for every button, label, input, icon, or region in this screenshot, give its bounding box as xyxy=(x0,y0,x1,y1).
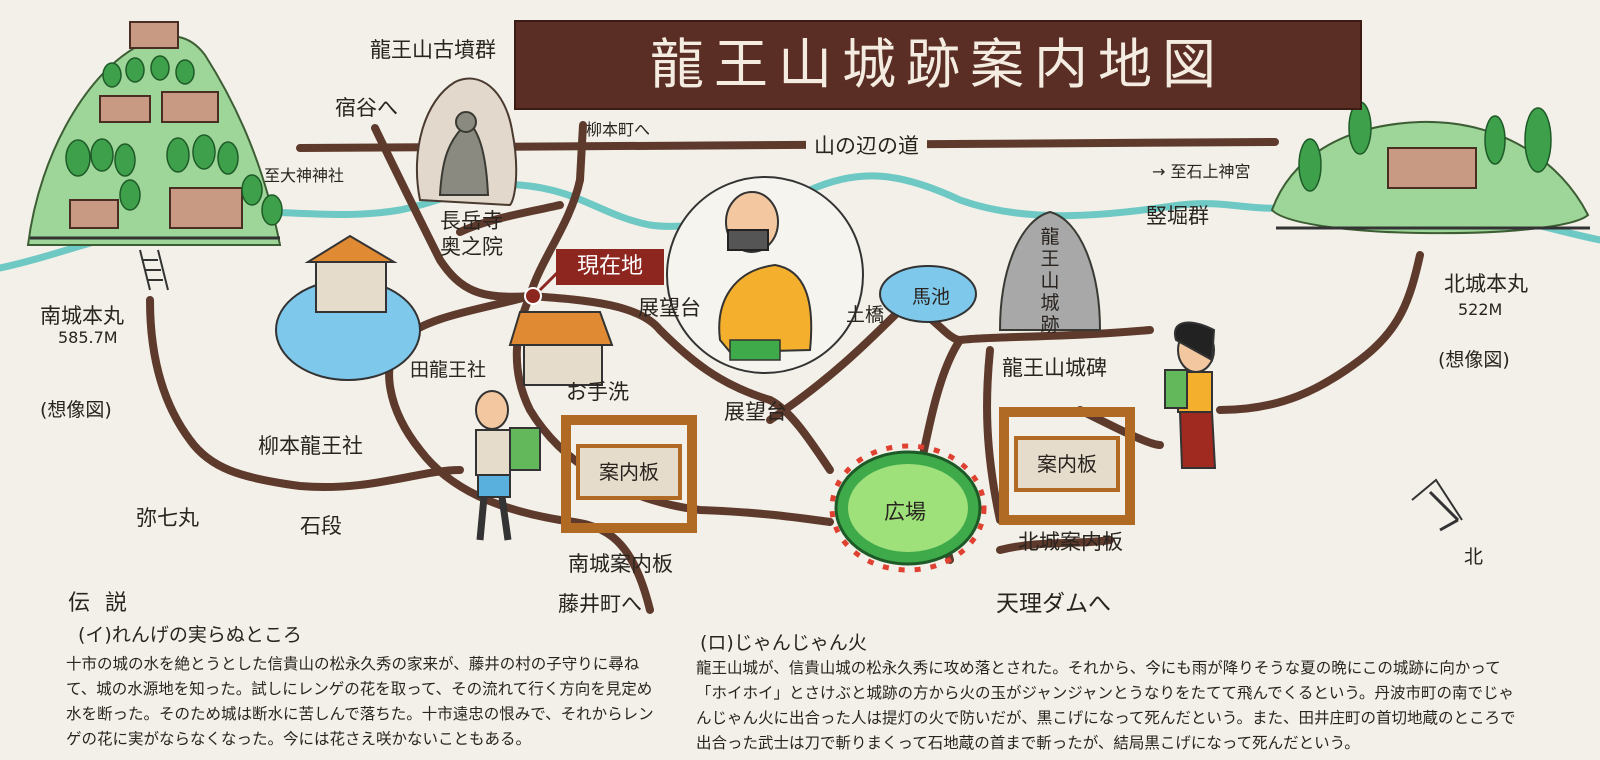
label-tenri-dam: 天理ダムへ xyxy=(996,591,1111,617)
label-otearai: お手洗 xyxy=(566,380,629,404)
label-north-honmaru: 北城本丸 xyxy=(1444,272,1528,296)
south-signboard-frame xyxy=(561,415,697,533)
label-to-isonokami-jingu: → 至石上神宮 xyxy=(1152,162,1251,181)
legend-left-title: (イ)れんげの実らぬところ xyxy=(78,624,302,646)
legend-left-body: 十市の城の水を絶とうとした信貴山の松永久秀の家来が、藤井の村の子守りに尋ねて、城… xyxy=(66,655,654,748)
label-ishidan: 石段 xyxy=(300,514,342,538)
label-ryuozan-kofungun: 龍王山古墳群 xyxy=(370,38,496,62)
label-shukudani: 宿谷へ xyxy=(335,96,398,120)
label-castle-stone-inscription: 龍王山城跡 xyxy=(1040,226,1060,336)
south-castle-trees xyxy=(65,55,283,226)
north-indicator-label: 北 xyxy=(1464,546,1484,568)
restroom-building xyxy=(508,311,614,346)
man-with-binoculars xyxy=(718,263,813,354)
label-north-imaginary: (想像図) xyxy=(1438,349,1510,371)
map-title: 龍王山城跡案内地図 xyxy=(650,33,1226,96)
north-castle-building xyxy=(1387,147,1477,189)
label-tateborigun: 竪堀群 xyxy=(1146,204,1209,228)
hiker-left xyxy=(475,390,541,541)
castle-monument-stone xyxy=(998,210,1102,331)
north-signboard-frame xyxy=(999,407,1135,525)
pond-shrine xyxy=(315,261,387,313)
title-banner: 龍王山城跡案内地図 xyxy=(514,20,1362,110)
label-yamanobe-road: 山の辺の道 xyxy=(806,130,927,160)
label-umaike: 馬池 xyxy=(912,286,951,308)
north-arrow xyxy=(1428,490,1460,532)
label-north-guideboard: 北城案内板 xyxy=(1018,530,1123,554)
label-tenbodai-1: 展望台 xyxy=(638,296,701,320)
legend-right-title: (ロ)じゃんじゃん火 xyxy=(700,632,867,654)
label-yanagimoto-cho: 柳本町へ xyxy=(586,120,651,139)
label-fujii-cho: 藤井町へ xyxy=(558,592,642,616)
hiroba-flowerbed xyxy=(829,443,987,573)
label-dobashi: 土橋 xyxy=(846,304,885,326)
north-castle-trees xyxy=(1298,101,1552,192)
label-south-guideboard: 南城案内板 xyxy=(568,552,673,576)
current-location-marker xyxy=(524,287,542,305)
ladder-left xyxy=(139,249,169,291)
south-signboard: 案内板 xyxy=(576,444,682,500)
legend-right-body: 龍王山城が、信貴山城の松永久秀に攻め落とされた。それから、今にも雨が降りそうな夏… xyxy=(696,659,1516,752)
umaike-pond xyxy=(879,265,977,323)
label-chogakuji-okunoin: 長岳寺 奥之院 xyxy=(440,209,503,259)
label-yanagimoto-ryuosha: 柳本龍王社 xyxy=(258,434,363,458)
hiker-right xyxy=(1164,321,1217,469)
label-tenbodai-2: 展望台 xyxy=(724,400,787,424)
label-den-ryuosha: 田龍王社 xyxy=(410,359,487,381)
label-south-honmaru: 南城本丸 xyxy=(40,304,124,328)
label-yashichimaru: 弥七丸 xyxy=(136,506,199,530)
label-to-ogami-jinja: 至大神神社 xyxy=(264,166,345,185)
legend-heading: 伝 説 xyxy=(68,591,131,616)
label-hiroba: 広場 xyxy=(884,500,926,524)
label-south-imaginary: (想像図) xyxy=(40,399,112,421)
label-castle-monument: 龍王山城碑 xyxy=(1002,356,1107,380)
label-south-elevation: 585.7M xyxy=(58,328,118,347)
current-location-label: 現在地 xyxy=(556,249,664,285)
north-signboard: 案内板 xyxy=(1014,436,1120,492)
label-north-elevation: 522M xyxy=(1458,300,1503,319)
south-castle-buildings xyxy=(69,21,243,229)
